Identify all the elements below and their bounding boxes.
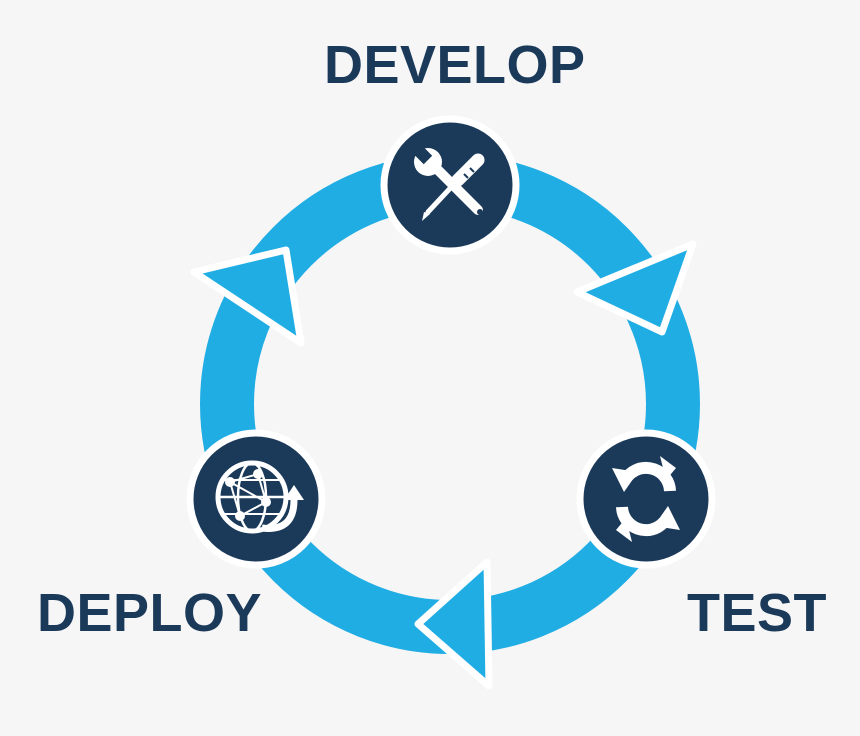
globe-arrow-icon	[215, 460, 304, 534]
develop-node	[380, 115, 520, 255]
refresh-arrows-icon	[612, 456, 680, 542]
test-node	[576, 429, 716, 569]
stage-label-develop: DEVELOP	[324, 35, 586, 95]
arrow-develop-to-test	[573, 240, 697, 336]
stage-label-deploy: DEPLOY	[37, 583, 263, 643]
arrow-deploy-to-develop	[190, 246, 305, 347]
wrench-screwdriver-icon	[413, 145, 485, 221]
arrow-test-to-deploy	[414, 558, 493, 690]
deploy-node	[186, 429, 326, 569]
stage-label-test: TEST	[687, 583, 828, 643]
